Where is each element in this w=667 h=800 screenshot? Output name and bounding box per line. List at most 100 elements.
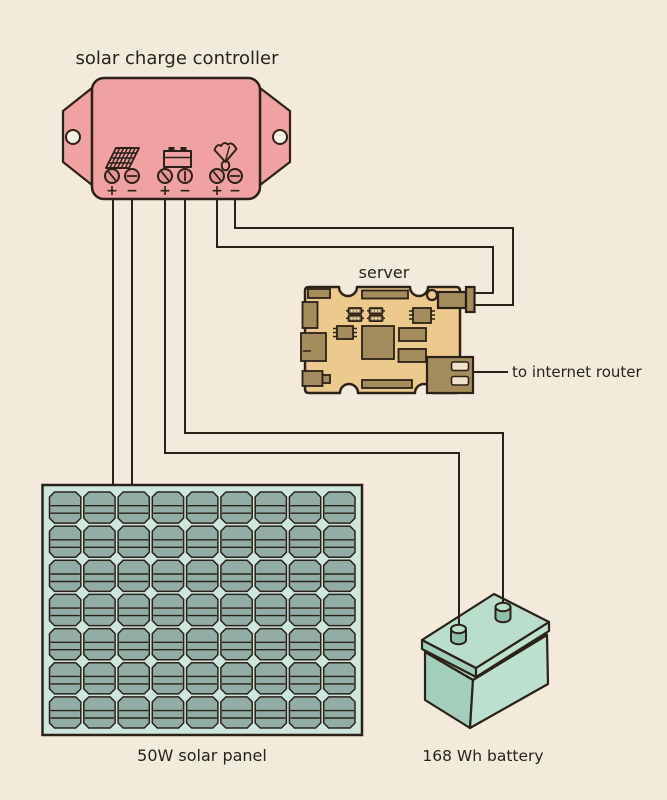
wire-load-positive [216, 199, 494, 294]
solar-cell [288, 559, 322, 593]
solar-cell [83, 661, 116, 695]
solar-cell [185, 559, 219, 593]
solar-cell [151, 559, 185, 593]
solar-cell [151, 627, 185, 661]
solar-cell [48, 593, 82, 627]
lamp-icon-rib [224, 145, 231, 162]
screw-slot [160, 171, 170, 181]
screw-slot [107, 171, 117, 181]
solar-cell [83, 696, 116, 729]
solar-cell [83, 525, 116, 559]
solar-cell [185, 661, 219, 695]
mounting-hole-left [65, 129, 81, 145]
solar-cell [254, 696, 288, 729]
solar-cell [254, 627, 288, 661]
wire-battery-negative [184, 199, 504, 609]
router-note-label: to internet router [512, 363, 643, 381]
solar-cell [254, 559, 288, 593]
solar-cell [185, 627, 219, 661]
solar-cell [220, 661, 253, 695]
solar-cell [322, 627, 356, 661]
sign-minus: − [126, 183, 138, 199]
solar-cell [117, 491, 151, 524]
pcb-hole [425, 288, 439, 302]
component-bar [307, 288, 331, 299]
solar-panel-label: 50W solar panel [137, 746, 267, 765]
screw-slot [212, 171, 222, 181]
solar-cell [288, 593, 322, 627]
sign-plus: + [159, 183, 171, 199]
solar-cell [151, 696, 185, 729]
solar-panel: 50W solar panel [41, 483, 364, 765]
solar-cell [322, 661, 356, 695]
ethernet-slot [450, 375, 470, 386]
battery-body-right [468, 633, 550, 730]
bottom-header [361, 379, 413, 389]
mounting-hole-right [272, 129, 288, 145]
battery-terminal-left [450, 623, 467, 646]
solar-cell [185, 593, 219, 627]
solar-cell [151, 525, 185, 559]
solar-cell [48, 525, 82, 559]
solar-cell [83, 491, 116, 524]
solar-cell [254, 525, 288, 559]
ic-chip-right [409, 307, 435, 324]
solar-cell [185, 491, 219, 524]
solar-cell [288, 696, 322, 729]
solar-cell [117, 661, 151, 695]
solar-cell [117, 593, 151, 627]
solar-cell [288, 627, 322, 661]
power-connector [436, 285, 476, 314]
component-block [397, 348, 427, 363]
solar-cell [185, 696, 219, 729]
solar-cell [254, 593, 288, 627]
battery-icon-terminal [168, 147, 175, 152]
solar-cell [288, 491, 322, 524]
top-header [361, 289, 409, 300]
solar-cell [48, 627, 82, 661]
solar-cell [288, 661, 322, 695]
resistor-cluster [346, 307, 385, 322]
terminal-top [450, 623, 467, 635]
charge-controller: solar charge controller [61, 48, 292, 201]
ethernet-port [425, 355, 475, 395]
battery-icon-terminal [180, 147, 187, 152]
solar-cell [254, 491, 288, 524]
solar-cell [83, 627, 116, 661]
solar-cell [117, 696, 151, 729]
server-label: server [359, 263, 410, 282]
ic-body [412, 307, 432, 324]
solar-cell [322, 696, 356, 729]
sign-plus: + [211, 183, 223, 199]
solar-cell [117, 627, 151, 661]
solar-cell [322, 559, 356, 593]
polarity-signs: + − + − + − [106, 183, 241, 199]
solar-cell [151, 661, 185, 695]
solar-cell [288, 525, 322, 559]
solar-cell [220, 696, 253, 729]
terminal-top [494, 601, 512, 613]
cpu-chip [361, 325, 395, 360]
solar-cell [220, 559, 253, 593]
solar-cell [220, 593, 253, 627]
solar-cell [48, 491, 82, 524]
sign-minus: − [229, 183, 241, 199]
solar-cell [117, 559, 151, 593]
solar-cell [322, 525, 356, 559]
solar-cell [220, 491, 253, 524]
left-connector-small [301, 301, 319, 329]
server-board: server [300, 263, 643, 395]
ic-chip-small [333, 325, 357, 340]
wire-battery-positive [164, 199, 460, 631]
ethernet-slot [450, 361, 470, 372]
terminal-screws [104, 168, 243, 184]
wire-load-negative [234, 199, 514, 306]
wiring [112, 199, 514, 631]
left-connector-bottom [301, 370, 324, 387]
left-connector-large [300, 332, 327, 362]
solar-cells [48, 491, 356, 729]
solar-cell [48, 661, 82, 695]
power-barrel [436, 290, 468, 310]
solar-panel-icon [105, 147, 140, 169]
